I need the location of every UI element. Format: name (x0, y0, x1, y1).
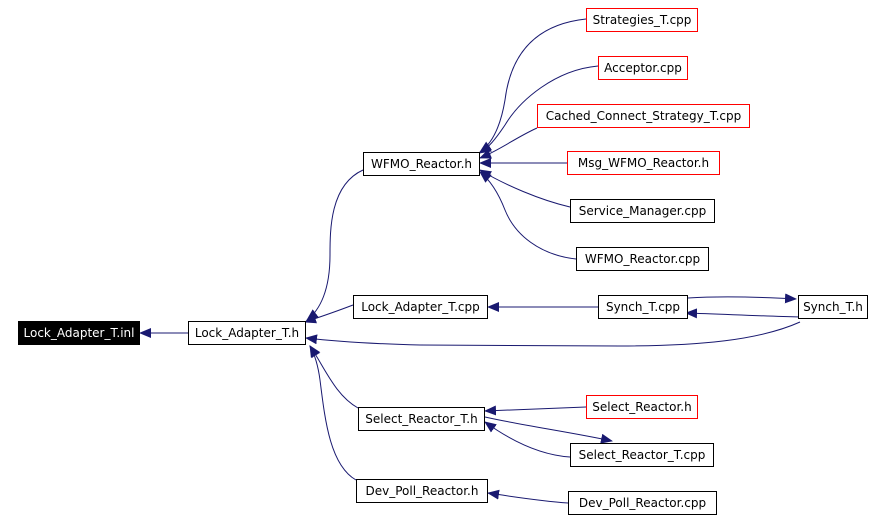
edge-dev-poll-cpp-to-h (487, 489, 569, 504)
node-wfmo-reactor-cpp[interactable]: WFMO_Reactor.cpp (576, 247, 709, 271)
node-select-reactor-t-h[interactable]: Select_Reactor_T.h (358, 407, 485, 431)
edge-select-reactor-t-h-to-lock-adapter-h (309, 345, 359, 409)
edge-select-reactor-h-to-select-reactor-t-h (484, 405, 587, 416)
node-select-reactor-h[interactable]: Select_Reactor.h (586, 395, 698, 419)
edge-dev-poll-reactor-h-to-lock-adapter-h (309, 345, 357, 481)
edge-cached-connect-to-wfmo-h (479, 127, 538, 159)
edge-service-manager-to-wfmo-h (479, 169, 571, 208)
node-lock-adapter-t-cpp[interactable]: Lock_Adapter_T.cpp (353, 295, 488, 319)
node-select-reactor-t-cpp[interactable]: Select_Reactor_T.cpp (570, 443, 714, 467)
node-msg-wfmo-reactor-h[interactable]: Msg_WFMO_Reactor.h (567, 151, 720, 175)
node-synch-t-cpp[interactable]: Synch_T.cpp (598, 295, 688, 319)
edge-synch-h-to-lock-adapter-h (305, 321, 801, 347)
edge-select-reactor-t-h-to-cpp (484, 416, 613, 444)
edge-strategies-to-wfmo-h (479, 18, 587, 153)
node-strategies-t-cpp[interactable]: Strategies_T.cpp (586, 8, 698, 32)
node-wfmo-reactor-h[interactable]: WFMO_Reactor.h (363, 152, 480, 176)
edge-synch-cpp-to-synch-h (687, 293, 797, 304)
node-dev-poll-reactor-h[interactable]: Dev_Poll_Reactor.h (356, 479, 488, 503)
node-lock-adapter-t-h[interactable]: Lock_Adapter_T.h (188, 321, 306, 345)
node-dev-poll-reactor-cpp[interactable]: Dev_Poll_Reactor.cpp (568, 491, 717, 515)
node-cached-connect-strategy-t-cpp[interactable]: Cached_Connect_Strategy_T.cpp (537, 104, 750, 128)
edge-select-reactor-t-cpp-to-h (484, 421, 571, 458)
node-lock-adapter-t-inl[interactable]: Lock_Adapter_T.inl (18, 321, 140, 345)
node-synch-t-h[interactable]: Synch_T.h (798, 295, 868, 319)
edge-synch-h-to-synch-cpp (685, 308, 801, 319)
node-service-manager-cpp[interactable]: Service_Manager.cpp (570, 199, 715, 223)
edge-wfmo-cpp-to-wfmo-h (479, 171, 577, 260)
edge-wfmo-reactor-h-to-lock-adapter-h (306, 169, 364, 321)
edge-lock-adapter-cpp-to-h (304, 304, 354, 324)
edge-acceptor-to-wfmo-h (479, 65, 599, 154)
node-acceptor-cpp[interactable]: Acceptor.cpp (598, 56, 688, 80)
